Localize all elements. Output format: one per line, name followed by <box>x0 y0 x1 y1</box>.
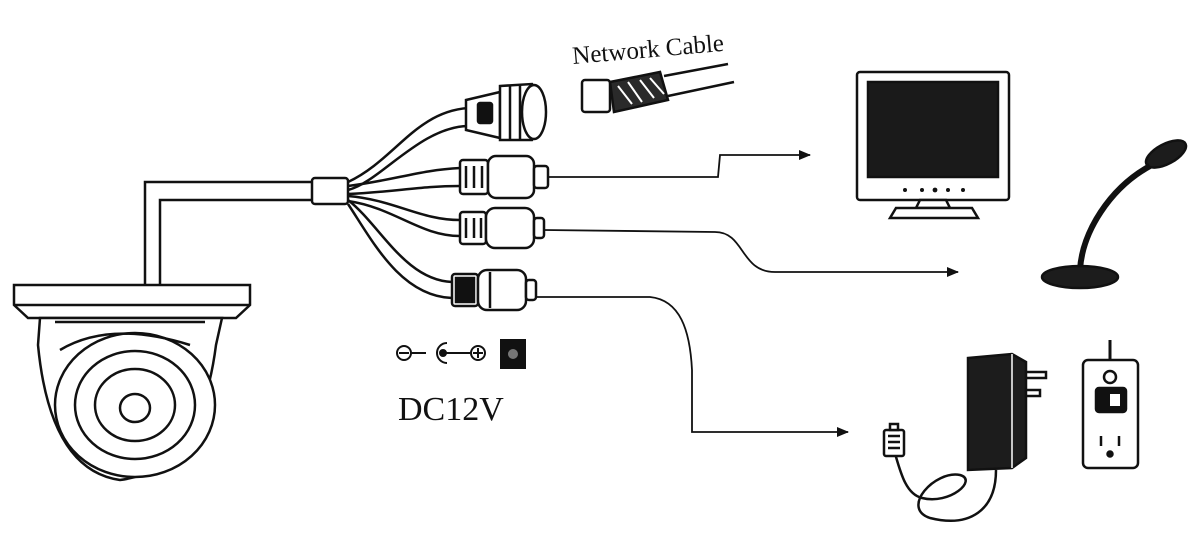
cable-splitter <box>310 176 350 206</box>
monitor-icon <box>855 70 1011 220</box>
video-signal-line <box>548 150 811 178</box>
audio-signal-line <box>543 229 959 277</box>
power-adapter-icon <box>882 352 1048 522</box>
dc-jack-icon <box>500 339 526 369</box>
dc12v-label: DC12V <box>398 391 504 428</box>
dome-camera-icon <box>12 283 252 482</box>
bnc-video-connector-icon <box>458 154 550 200</box>
audio-connector-icon <box>458 206 546 250</box>
power-outlet-icon <box>1081 340 1140 470</box>
network-cable-label: Network Cable <box>571 30 725 70</box>
power-signal-line <box>536 296 849 437</box>
microphone-icon <box>1040 139 1188 290</box>
dc-polarity-icon <box>396 342 486 364</box>
cable-branches <box>346 106 469 300</box>
network-cable-icon <box>580 62 735 114</box>
power-connector-icon <box>450 268 538 312</box>
camera-cable <box>143 180 312 285</box>
rj45-connector-camera-icon <box>464 82 548 142</box>
